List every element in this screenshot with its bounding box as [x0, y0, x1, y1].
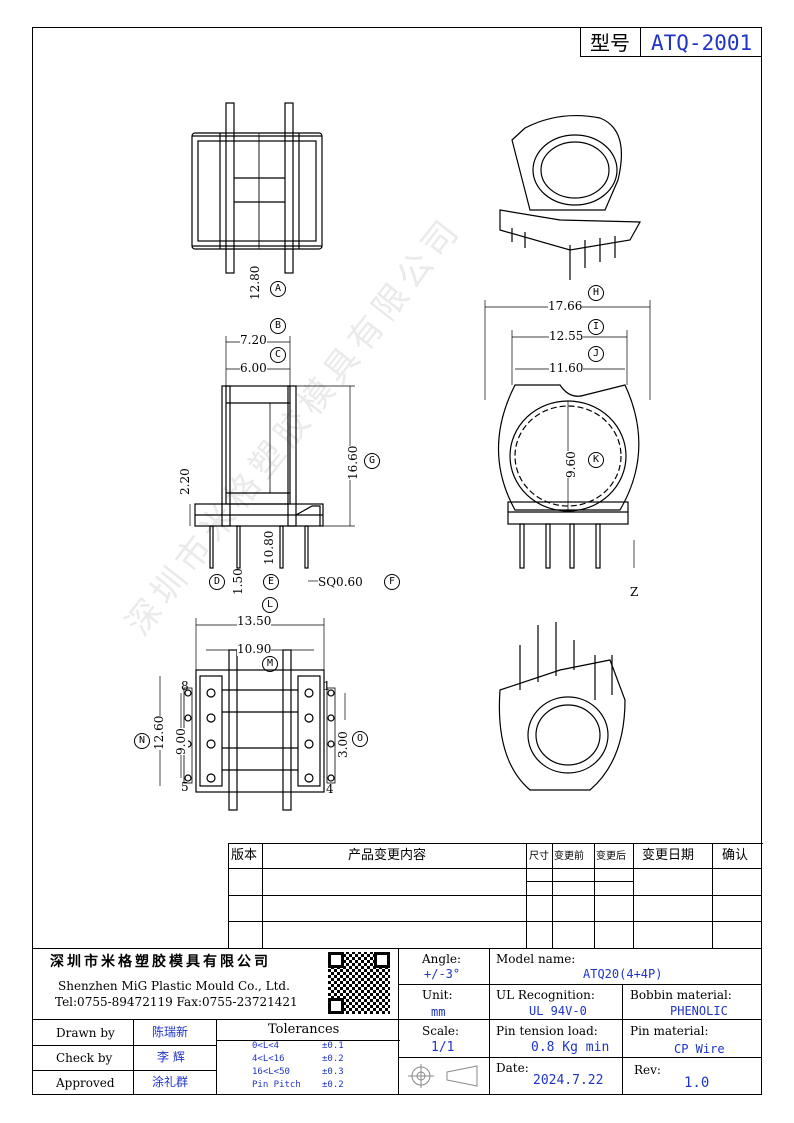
revision-table — [228, 843, 763, 949]
top-view — [191, 102, 323, 274]
circled-e: E — [263, 574, 279, 590]
pin-8-label: 8 — [181, 679, 189, 693]
rev-label: Rev: — [634, 1063, 661, 1077]
circled-o: O — [352, 731, 368, 747]
dim-13-50: 13.50 — [237, 614, 272, 628]
dim-10-80: 10.80 — [262, 530, 276, 565]
dim-17-66: 17.66 — [548, 299, 583, 313]
rev-header-size: 尺寸 — [529, 851, 549, 862]
circled-d: D — [209, 574, 225, 590]
pin-tension-value: 0.8 Kg min — [531, 1040, 610, 1055]
approved-name: 涂礼群 — [152, 1075, 189, 1089]
tol-range-2: 4<L<16 — [252, 1054, 285, 1064]
company-name-cn: 深圳市米格塑胶模具有限公司 — [50, 954, 271, 970]
circled-f: F — [384, 574, 400, 590]
tol-value-3: ±0.3 — [322, 1067, 344, 1077]
scale-value: 1/1 — [431, 1040, 455, 1055]
company-name-en: Shenzhen MiG Plastic Mould Co., Ltd. — [58, 979, 290, 993]
unit-value: mm — [431, 1005, 446, 1019]
check-by-name: 李 辉 — [157, 1050, 185, 1064]
rev-header-confirm: 确认 — [722, 848, 749, 863]
circled-j: J — [588, 346, 604, 362]
pin-material-value: CP Wire — [674, 1042, 725, 1056]
pin-1-label: 1 — [323, 679, 331, 693]
unit-label: Unit: — [422, 988, 453, 1002]
pin-tension-label: Pin tension load: — [496, 1024, 598, 1038]
circled-m: M — [262, 656, 278, 672]
circled-l: L — [262, 597, 278, 613]
model-name-label: Model name: — [496, 952, 576, 966]
rev-header-after: 变更后 — [596, 851, 626, 862]
dim-2-20: 2.20 — [178, 468, 192, 495]
drawing-frame — [32, 27, 762, 1095]
tol-value-1: ±0.1 — [322, 1041, 344, 1051]
circled-h: H — [588, 285, 604, 301]
pin-material-label: Pin material: — [630, 1024, 709, 1038]
type-label: 型号 — [590, 31, 630, 55]
tolerances-title: Tolerances — [268, 1022, 340, 1037]
model-name-value: ATQ20(4+4P) — [583, 967, 663, 981]
circled-i: I — [588, 319, 604, 335]
dim-6-00: 6.00 — [240, 361, 267, 375]
bottom-view — [183, 649, 336, 811]
dim-12-60: 12.60 — [152, 715, 166, 750]
check-by-label: Check by — [56, 1051, 113, 1065]
date-value: 2024.7.22 — [533, 1073, 604, 1088]
z-label: Z — [630, 585, 639, 599]
rev-header-content: 产品变更内容 — [348, 848, 427, 863]
projection-symbol — [408, 1064, 478, 1088]
model-title-box — [580, 27, 762, 57]
circled-g: G — [364, 453, 380, 469]
tol-range-1: 0<L<4 — [252, 1041, 280, 1051]
dim-12-80: 12.80 — [248, 265, 262, 300]
dim-9-00: 9.00 — [174, 728, 188, 755]
dim-3-00: 3.00 — [336, 731, 350, 758]
company-tel-fax: Tel:0755-89472119 Fax:0755-23721421 — [55, 995, 298, 1009]
drawn-by-name: 陈瑞新 — [152, 1025, 189, 1039]
approved-label: Approved — [56, 1076, 115, 1090]
isometric-view-top — [499, 114, 642, 280]
circled-c: C — [270, 347, 286, 363]
model-code: ATQ-2001 — [651, 31, 753, 55]
rev-header-before: 变更前 — [554, 851, 584, 862]
dim-7-20: 7.20 — [240, 333, 267, 347]
rev-value: 1.0 — [684, 1075, 710, 1091]
bobbin-material-value: PHENOLIC — [670, 1004, 728, 1018]
circled-b: B — [270, 318, 286, 334]
drawn-by-label: Drawn by — [56, 1026, 115, 1040]
ul-label: UL Recognition: — [496, 988, 595, 1002]
angle-value: +/-3° — [424, 967, 461, 981]
tol-value-2: ±0.2 — [322, 1054, 344, 1064]
dim-1-50: 1.50 — [231, 568, 245, 595]
dim-16-60: 16.60 — [346, 445, 360, 480]
dim-10-90: 10.90 — [237, 642, 272, 656]
pin-4-label: 4 — [326, 782, 334, 796]
angle-label: Angle: — [422, 952, 462, 966]
ul-value: UL 94V-0 — [529, 1004, 587, 1018]
tol-value-4: ±0.2 — [322, 1080, 344, 1090]
circled-k: K — [588, 452, 604, 468]
front-view — [194, 385, 324, 569]
scale-label: Scale: — [422, 1024, 460, 1038]
isometric-view-bottom — [498, 622, 626, 791]
date-label: Date: — [496, 1061, 529, 1075]
tol-range-3: 16<L<50 — [252, 1067, 290, 1077]
tol-range-4: Pin Pitch — [252, 1080, 301, 1090]
dim-9-60: 9.60 — [564, 451, 578, 478]
rev-header-date: 变更日期 — [642, 848, 695, 863]
rev-header-version: 版本 — [231, 848, 258, 863]
dim-11-60: 11.60 — [549, 361, 584, 375]
bobbin-material-label: Bobbin material: — [630, 988, 732, 1002]
qr-code — [328, 952, 390, 1014]
circled-a: A — [270, 281, 286, 297]
circled-n: N — [134, 733, 150, 749]
dim-sq0-60: SQ0.60 — [318, 575, 363, 589]
dim-12-55: 12.55 — [549, 329, 584, 343]
pin-5-label: 5 — [181, 780, 189, 794]
